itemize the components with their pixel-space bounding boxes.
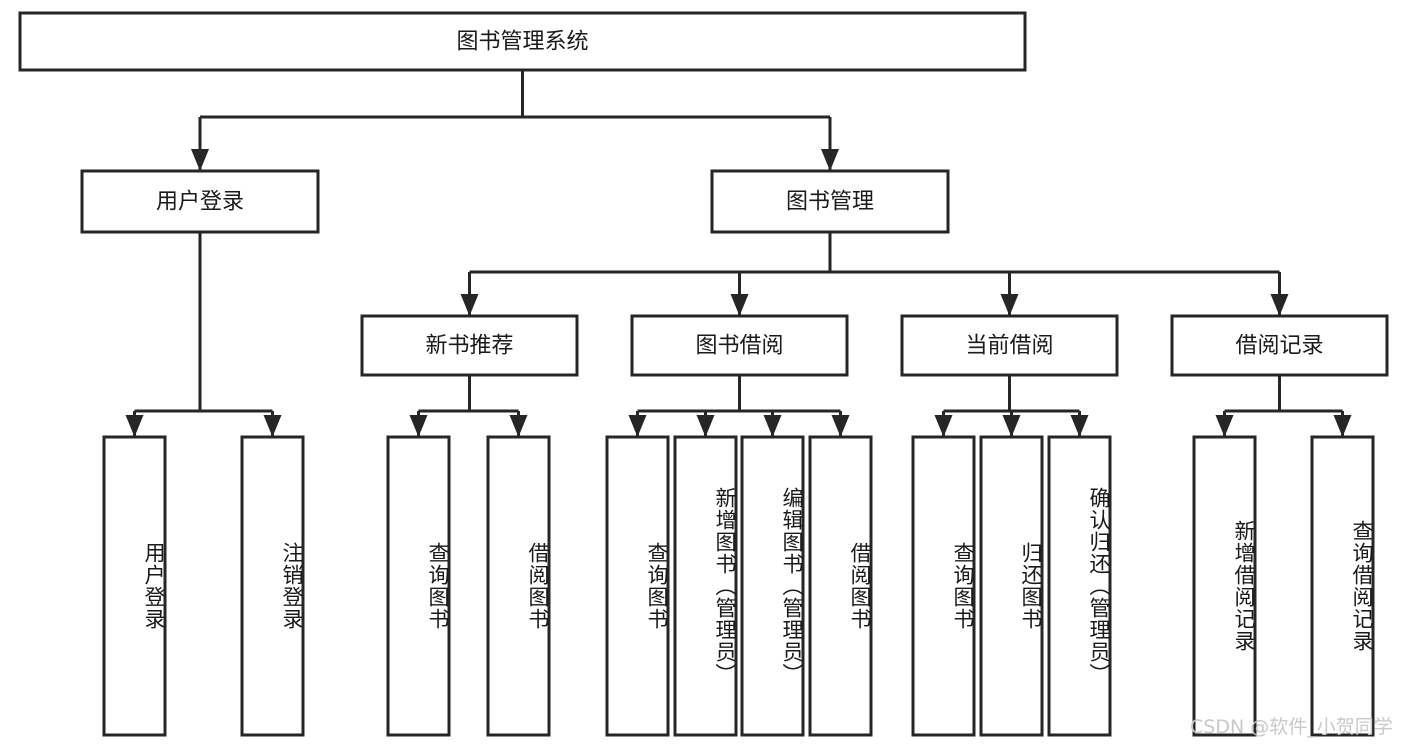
arrow-head-icon-leaf-borrow-book	[831, 415, 850, 437]
node-label-new-book-recommend: 新书推荐	[425, 334, 513, 359]
node-box-leaf-query-book-borrow[interactable]	[605, 435, 670, 737]
node-box-book-management[interactable]	[710, 169, 950, 234]
arrow-head-icon-leaf-query-book-borrow	[628, 415, 647, 437]
node-label-current-borrow: 当前借阅	[965, 334, 1053, 359]
node-box-leaf-add-book-admin[interactable]	[673, 435, 738, 737]
arrow-head-icon-leaf-query-book-recommend	[409, 415, 428, 437]
node-box-leaf-return-book[interactable]	[979, 435, 1044, 737]
arrow-head-icon-leaf-logout	[263, 415, 282, 437]
node-box-leaf-user-login[interactable]	[102, 435, 167, 737]
node-box-borrow-records[interactable]	[1170, 314, 1389, 377]
node-box-leaf-borrow-book[interactable]	[808, 435, 873, 737]
arrow-head-icon-leaf-add-book-admin	[696, 415, 715, 437]
arrow-head-icon-borrow-records	[1270, 294, 1289, 316]
node-label-leaf-logout: 注销登录	[280, 542, 304, 630]
arrow-head-icon-leaf-add-borrow-record	[1215, 415, 1234, 437]
node-box-leaf-add-borrow-record[interactable]	[1192, 435, 1257, 737]
node-label-leaf-add-borrow-record: 新增借阅记录	[1232, 520, 1256, 652]
node-label-leaf-query-book-recommend: 查询图书	[426, 542, 450, 630]
node-box-layer	[18, 11, 1389, 737]
node-box-leaf-borrow-book-recommend[interactable]	[486, 435, 551, 737]
arrow-head-icon-leaf-user-login	[125, 415, 144, 437]
arrow-head-icon-book-management	[821, 149, 839, 171]
arrow-head-icon-leaf-confirm-return-admin	[1070, 415, 1089, 437]
node-label-leaf-query-book-current: 查询图书	[951, 542, 975, 630]
node-label-leaf-query-book-borrow: 查询图书	[645, 542, 669, 630]
node-label-leaf-user-login: 用户登录	[142, 542, 166, 630]
node-label-borrow-records: 借阅记录	[1235, 334, 1323, 359]
connector-layer	[125, 70, 1352, 437]
arrow-head-icon-leaf-edit-book-admin	[763, 415, 782, 437]
node-box-leaf-confirm-return-admin[interactable]	[1047, 435, 1112, 737]
arrow-head-icon-leaf-return-book	[1002, 415, 1021, 437]
arrow-head-icon-leaf-query-borrow-record	[1333, 415, 1352, 437]
node-box-leaf-edit-book-admin[interactable]	[740, 435, 805, 737]
node-box-root[interactable]	[18, 11, 1027, 72]
node-box-current-borrow[interactable]	[900, 314, 1119, 377]
arrow-head-icon-current-borrow	[1000, 294, 1019, 316]
node-box-leaf-query-book-recommend[interactable]	[386, 435, 451, 737]
node-label-book-management: 图书管理	[786, 190, 874, 215]
node-box-new-book-recommend[interactable]	[360, 314, 579, 377]
csdn-watermark: CSDN @软件_小贺同学	[1190, 716, 1393, 738]
node-label-leaf-borrow-book-recommend: 借阅图书	[526, 542, 550, 630]
node-label-user-login: 用户登录	[156, 190, 244, 215]
arrow-head-icon-leaf-query-book-current	[934, 415, 953, 437]
node-label-leaf-edit-book-admin: 编辑图书（管理员）	[780, 487, 804, 685]
arrow-head-icon-new-book-recommend	[460, 294, 479, 316]
node-box-leaf-query-book-current[interactable]	[911, 435, 976, 737]
node-label-leaf-confirm-return-admin: 确认归还（管理员）	[1087, 487, 1111, 685]
node-box-leaf-logout[interactable]	[240, 435, 305, 737]
node-label-leaf-query-borrow-record: 查询借阅记录	[1350, 520, 1374, 652]
node-label-leaf-borrow-book: 借阅图书	[848, 542, 872, 630]
arrow-head-icon-user-login	[191, 149, 209, 171]
node-label-leaf-add-book-admin: 新增图书（管理员）	[713, 487, 737, 685]
node-label-book-borrow: 图书借阅	[695, 334, 783, 359]
arrow-head-icon-book-borrow	[730, 294, 749, 316]
arrow-head-icon-leaf-borrow-book-recommend	[509, 415, 528, 437]
node-box-user-login[interactable]	[80, 169, 320, 234]
node-label-leaf-return-book: 归还图书	[1019, 542, 1043, 630]
node-box-book-borrow[interactable]	[630, 314, 849, 377]
node-box-leaf-query-borrow-record[interactable]	[1310, 435, 1375, 737]
node-label-root: 图书管理系统	[456, 30, 588, 55]
